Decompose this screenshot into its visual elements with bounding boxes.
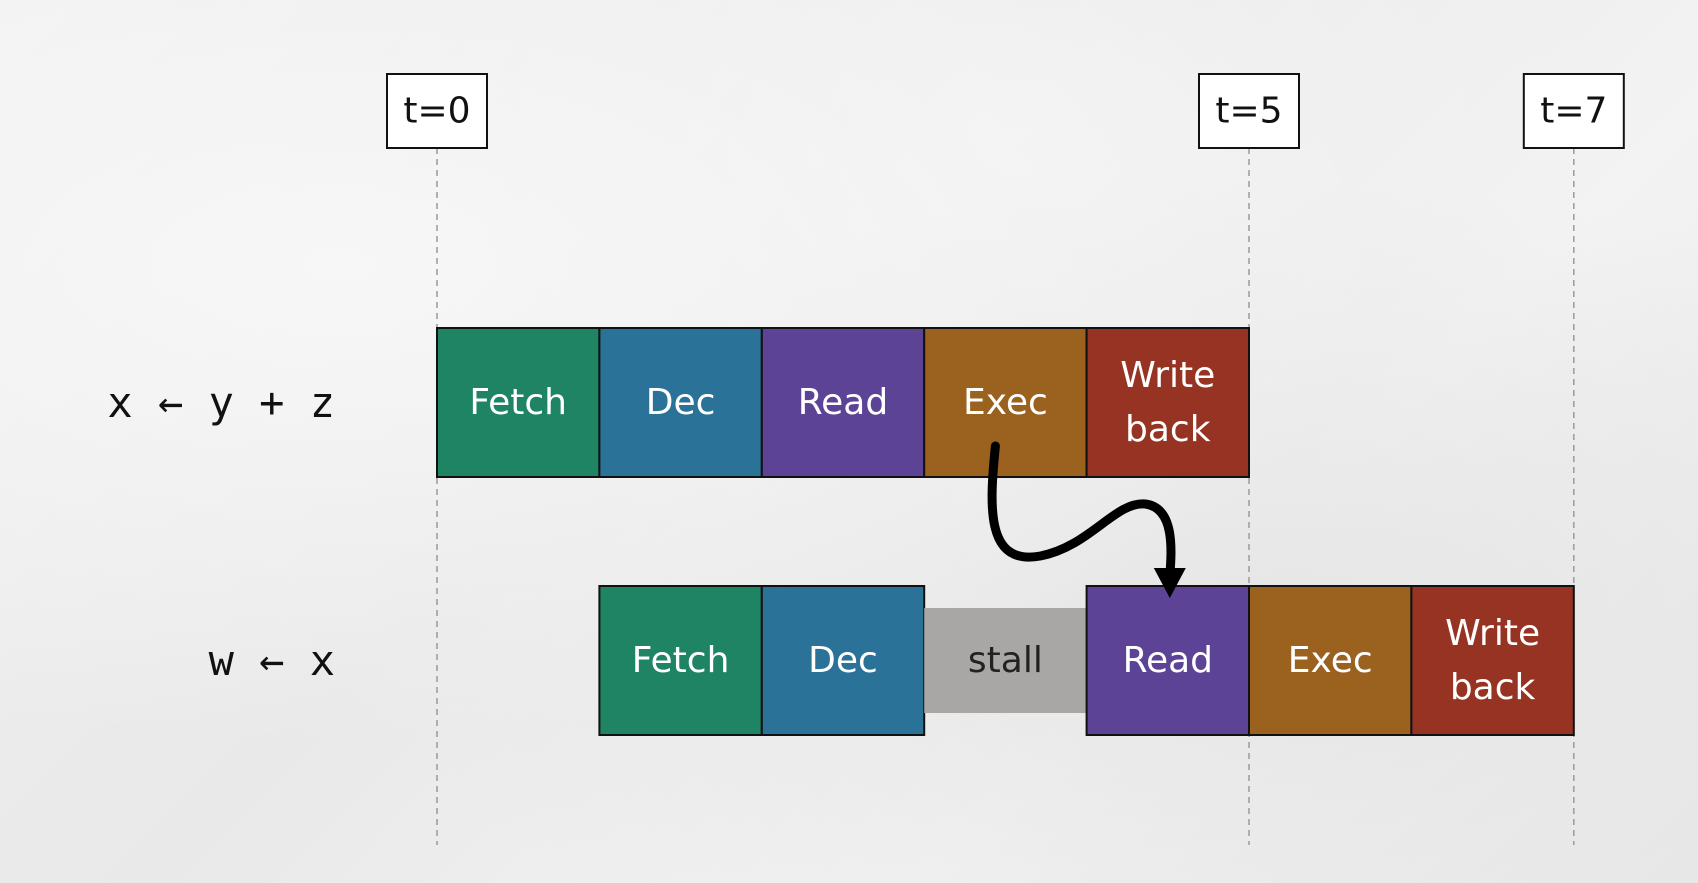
pipeline-stage-exec: Exec	[923, 327, 1088, 478]
stage-label: Write	[1445, 613, 1540, 654]
pipeline-stage-stall: stall	[924, 608, 1087, 713]
stage-label: Exec	[963, 382, 1048, 423]
instruction-labels: x ← y + z w ← x	[107, 378, 335, 685]
dependency-arrow	[987, 441, 1186, 598]
stage-label: Dec	[646, 382, 716, 423]
guide-lines	[436, 148, 1575, 845]
time-markers: t=0 t=5 t=7	[386, 73, 1625, 149]
time-marker-box	[1198, 73, 1300, 149]
pipeline-stage-writeback: Write back	[1085, 327, 1250, 478]
stage-block	[760, 327, 926, 478]
pipeline-stage-fetch: Fetch	[436, 327, 601, 478]
stage-block	[436, 327, 601, 478]
stage-label: Read	[1123, 640, 1213, 681]
pipeline-stage-decode: Dec	[598, 327, 763, 478]
time-marker: t=0	[386, 73, 488, 149]
pipeline-stage-fetch: Fetch	[598, 585, 763, 736]
stage-label: Fetch	[632, 640, 730, 681]
stage-block	[1248, 585, 1413, 736]
pipeline-stage-decode: Dec	[760, 585, 926, 736]
time-marker-box	[1522, 73, 1625, 149]
stage-block	[1410, 585, 1575, 736]
stage-block	[760, 585, 926, 736]
stall-block	[924, 608, 1087, 713]
time-marker: t=7	[1522, 73, 1625, 149]
instruction-text: w ← x	[209, 636, 335, 685]
pipeline-stage-read: Read	[1085, 585, 1250, 736]
stage-label: back	[1450, 667, 1536, 708]
stage-label: Dec	[808, 640, 878, 681]
instruction-text: x ← y + z	[107, 378, 335, 427]
pipeline-stage-read: Read	[760, 327, 926, 478]
time-marker: t=5	[1198, 73, 1300, 149]
stage-label: Read	[798, 382, 888, 423]
time-marker-label: t=0	[403, 91, 470, 132]
stage-block	[598, 327, 763, 478]
dependency-arrow-head-icon	[1153, 568, 1186, 598]
dependency-arrow-curve	[987, 441, 1176, 581]
time-marker-label: t=7	[1540, 91, 1607, 132]
pipeline-stage-exec: Exec	[1248, 585, 1413, 736]
time-marker-label: t=5	[1215, 91, 1282, 132]
stage-label: Exec	[1288, 640, 1373, 681]
stage-label: stall	[968, 640, 1043, 681]
pipeline-stage-writeback: Write back	[1410, 585, 1575, 736]
stage-block	[598, 585, 763, 736]
time-marker-box	[386, 73, 488, 149]
stage-block	[1085, 327, 1250, 478]
stage-label: Write	[1120, 355, 1215, 396]
stage-label: Fetch	[469, 382, 567, 423]
stage-block	[923, 327, 1088, 478]
stage-label: back	[1125, 409, 1211, 450]
